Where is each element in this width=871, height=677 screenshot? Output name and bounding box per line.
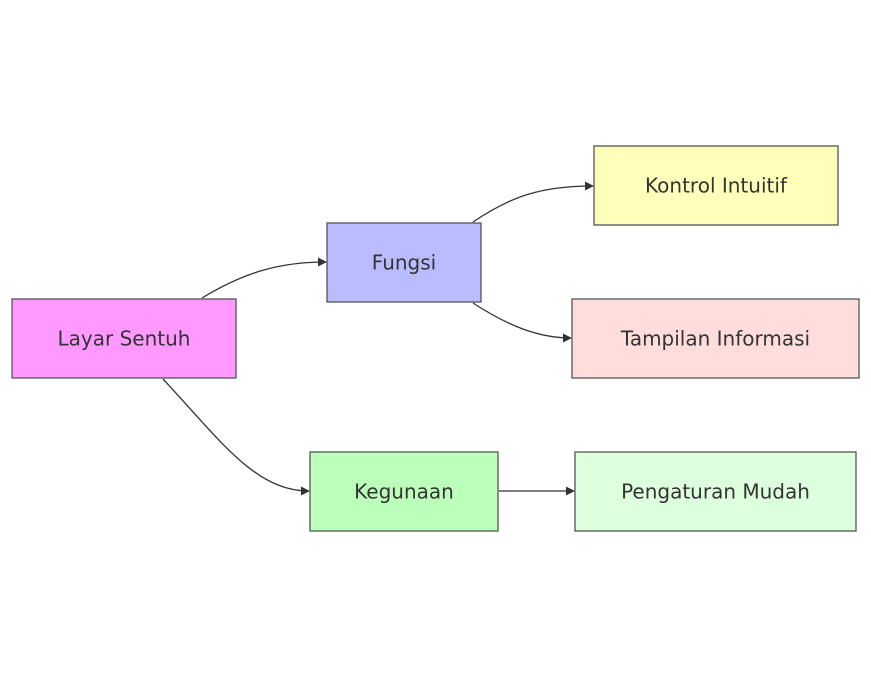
node-box-fungsi — [326, 222, 482, 303]
edge-fungsi-to-tampilan — [472, 302, 572, 343]
node-layar: Layar Sentuh — [11, 298, 237, 379]
node-box-kegunaan — [309, 451, 499, 532]
node-kontrol: Kontrol Intuitif — [593, 145, 839, 226]
node-box-kontrol — [593, 145, 839, 226]
node-box-pengaturan — [574, 451, 857, 532]
node-label-pengaturan: Pengaturan Mudah — [621, 480, 810, 504]
node-label-layar: Layar Sentuh — [58, 327, 191, 351]
node-label-kegunaan: Kegunaan — [354, 480, 454, 504]
edge-layar-to-kegunaan — [162, 378, 310, 496]
node-box-layar — [11, 298, 237, 379]
node-kegunaan: Kegunaan — [309, 451, 499, 532]
node-tampilan: Tampilan Informasi — [571, 298, 860, 379]
edge-layar-to-fungsi — [201, 257, 327, 299]
node-fungsi: Fungsi — [326, 222, 482, 303]
node-pengaturan: Pengaturan Mudah — [574, 451, 857, 532]
node-box-tampilan — [571, 298, 860, 379]
node-label-kontrol: Kontrol Intuitif — [645, 174, 788, 198]
node-label-fungsi: Fungsi — [372, 251, 436, 275]
node-label-tampilan: Tampilan Informasi — [620, 327, 810, 351]
edge-fungsi-to-kontrol — [472, 181, 594, 223]
